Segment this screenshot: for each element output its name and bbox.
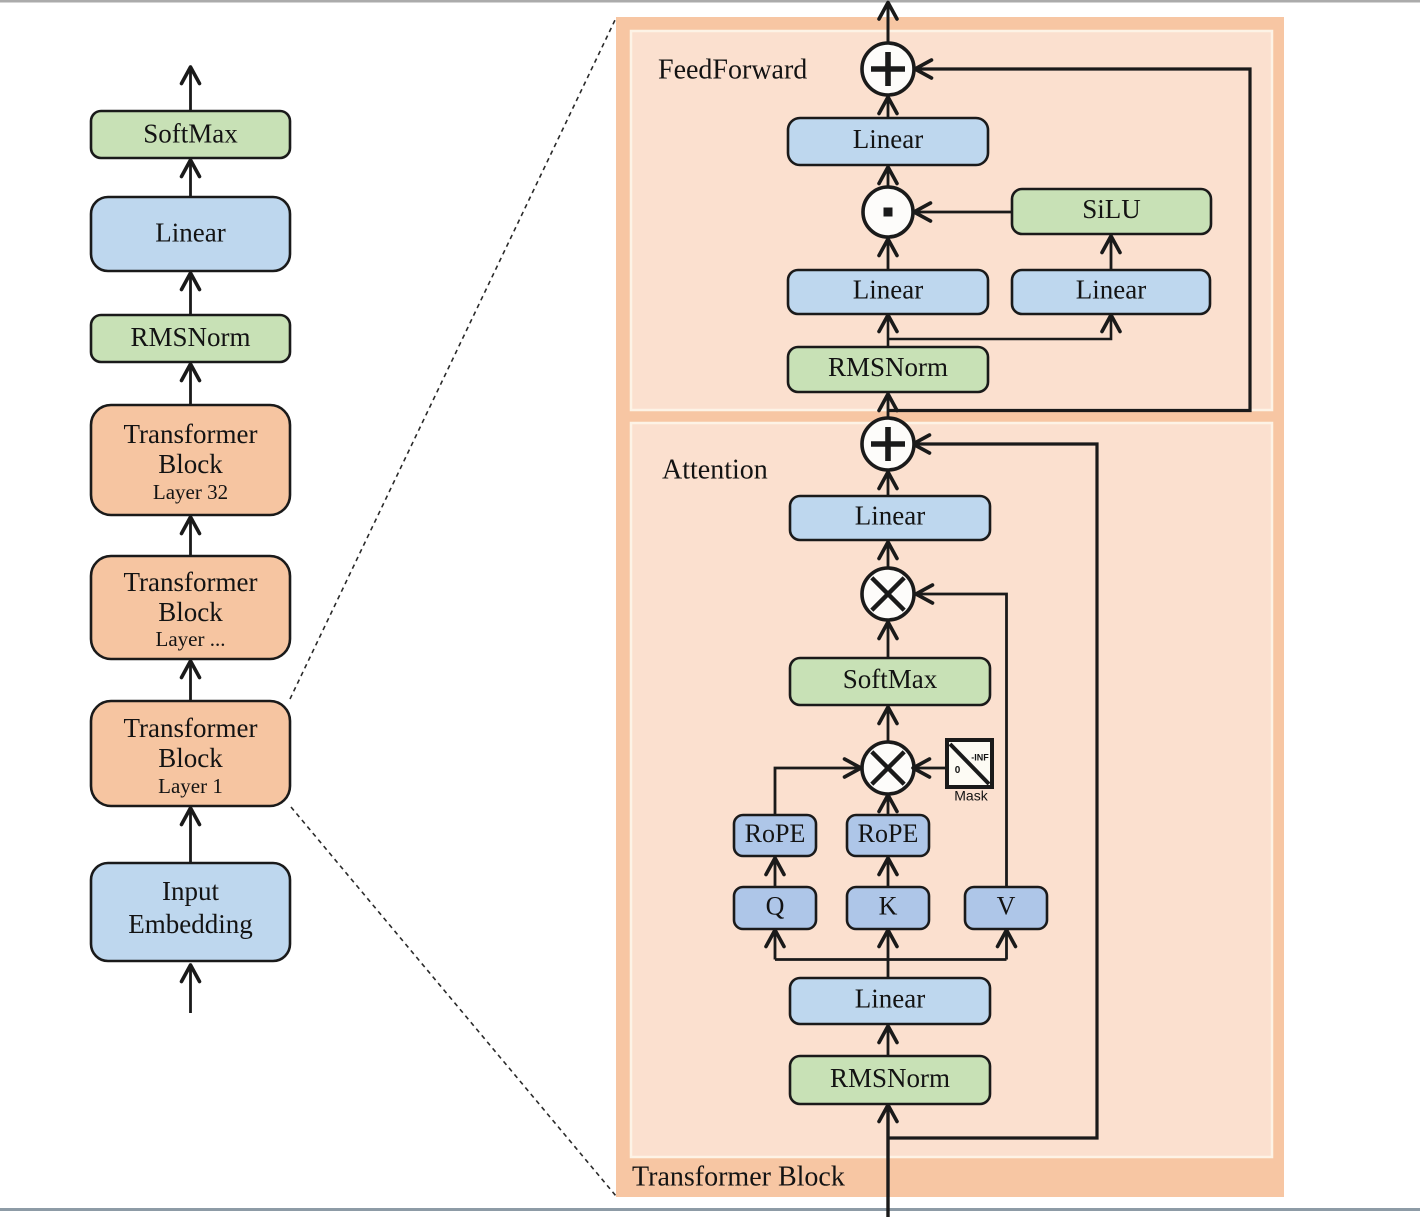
svg-text:Linear: Linear — [855, 501, 925, 531]
svg-text:RMSNorm: RMSNorm — [830, 1063, 950, 1093]
svg-text:SoftMax: SoftMax — [143, 119, 238, 149]
svg-text:Linear: Linear — [855, 984, 925, 1014]
svg-text:Embedding: Embedding — [128, 909, 252, 939]
svg-text:Transformer: Transformer — [124, 567, 258, 597]
svg-text:Linear: Linear — [1076, 275, 1146, 305]
svg-text:Q: Q — [766, 891, 785, 920]
svg-text:Linear: Linear — [155, 218, 225, 248]
svg-text:Layer 1: Layer 1 — [158, 774, 223, 798]
svg-text:FeedForward: FeedForward — [658, 54, 807, 85]
svg-text:RMSNorm: RMSNorm — [828, 352, 948, 382]
svg-text:-INF: -INF — [971, 752, 989, 762]
svg-text:Block: Block — [158, 743, 223, 773]
svg-text:Transformer Block: Transformer Block — [632, 1161, 845, 1192]
svg-text:Transformer: Transformer — [124, 419, 258, 449]
svg-text:V: V — [997, 891, 1016, 920]
svg-text:Layer 32: Layer 32 — [153, 480, 228, 504]
svg-text:0: 0 — [955, 765, 961, 776]
svg-text:Block: Block — [158, 449, 223, 479]
svg-text:RoPE: RoPE — [858, 819, 919, 848]
svg-text:K: K — [879, 891, 898, 920]
svg-text:Mask: Mask — [954, 788, 988, 804]
svg-text:Block: Block — [158, 597, 223, 627]
svg-text:Linear: Linear — [853, 275, 923, 305]
svg-text:Layer ...: Layer ... — [156, 627, 226, 651]
svg-text:Transformer: Transformer — [124, 713, 258, 743]
svg-text:RoPE: RoPE — [745, 819, 806, 848]
svg-text:Input: Input — [162, 876, 219, 906]
svg-text:RMSNorm: RMSNorm — [130, 322, 250, 352]
svg-text:SiLU: SiLU — [1082, 194, 1141, 224]
svg-text:Attention: Attention — [662, 454, 768, 485]
svg-text:Linear: Linear — [853, 124, 923, 154]
svg-text:SoftMax: SoftMax — [843, 664, 938, 694]
